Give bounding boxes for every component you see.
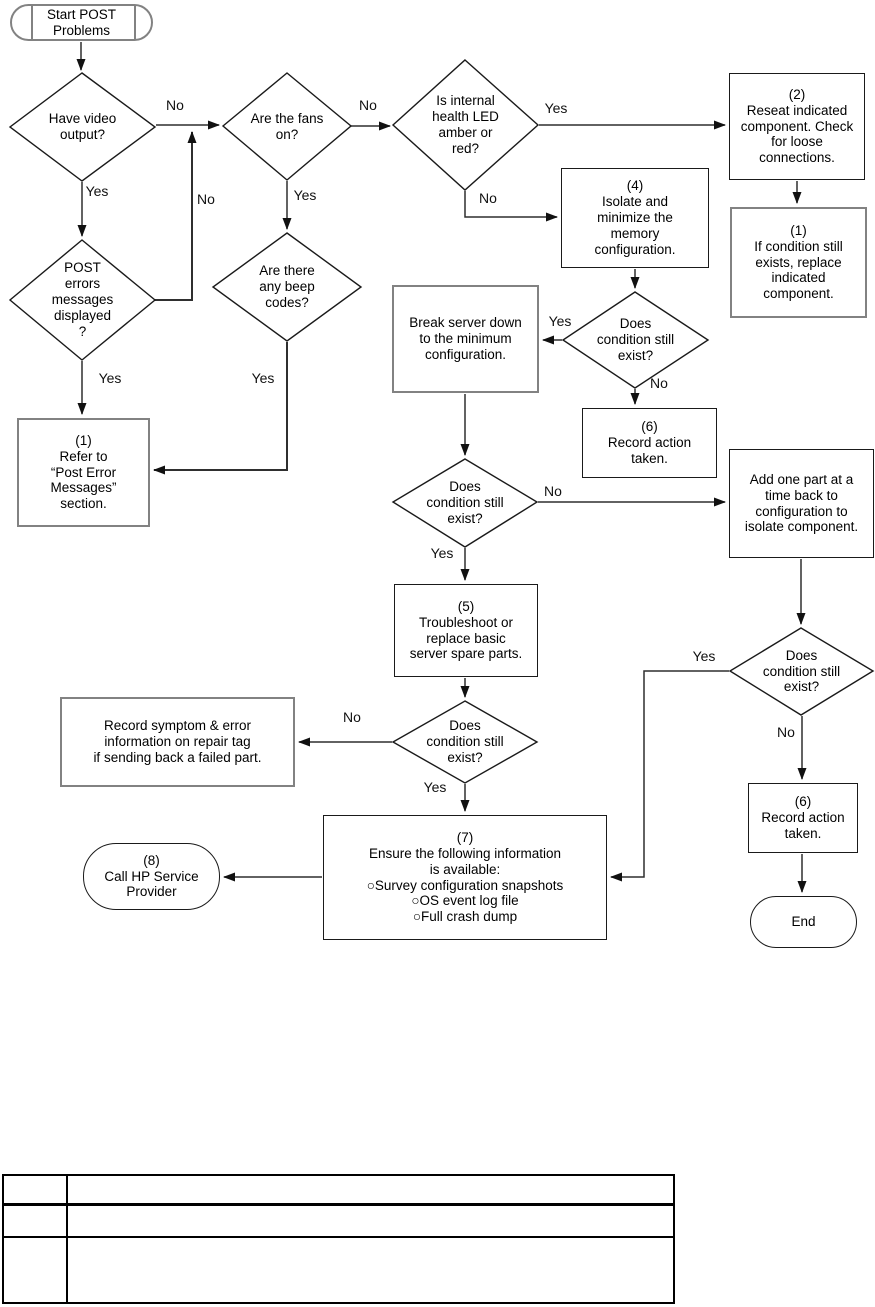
process-add-one-part: Add one part at a time back to configura… [729, 449, 874, 558]
decision-condition-3: Does condition still exist? [426, 718, 504, 765]
edge-label-post-no: No [197, 191, 215, 207]
process-isolate-memory: (4) Isolate and minimize the memory conf… [561, 168, 709, 268]
table-cell-r2c2 [68, 1206, 673, 1238]
terminator-bar-left [31, 5, 33, 40]
terminator-start: Start POST Problems [10, 4, 153, 41]
table-cell-r1c2 [68, 1176, 673, 1206]
process-refer-post-error-messages: (1) Refer to “Post Error Messages” secti… [17, 418, 150, 527]
edge-label-led-no: No [479, 190, 497, 206]
edge-cond4-yes-to-ensure [610, 670, 729, 882]
reference-table [2, 1174, 675, 1304]
edge-beep-yes-to-refer [153, 342, 288, 475]
edge-label-beep-yes: Yes [251, 370, 275, 386]
edge-label-led-yes: Yes [544, 100, 568, 116]
decision-post-errors-shape [8, 239, 157, 361]
decision-cond1-shape [561, 291, 710, 389]
process-replace-component: (1) If condition still exists, replace i… [730, 207, 867, 318]
decision-cond2-shape [391, 458, 539, 548]
edge-label-cond3-no: No [343, 709, 361, 725]
decision-cond4-shape [728, 627, 875, 716]
terminator-call-hp-label: (8) Call HP Service Provider [104, 852, 199, 900]
terminator-end: End [750, 896, 857, 948]
table-cell-r3c1 [4, 1238, 68, 1302]
table-cell-r3c2 [68, 1238, 673, 1302]
terminator-call-hp-service: (8) Call HP Service Provider [83, 843, 220, 910]
decision-condition-2: Does condition still exist? [426, 479, 504, 526]
decision-cond3-shape [391, 700, 539, 784]
decision-health-led: Is internal health LED amber or red? [432, 93, 499, 156]
decision-condition-4: Does condition still exist? [762, 647, 841, 695]
decision-health-led-shape [391, 59, 540, 191]
table-cell-r2c1 [4, 1206, 68, 1238]
process-record-action-1: (6) Record action taken. [582, 408, 717, 478]
decision-condition-1: Does condition still exist? [596, 316, 675, 363]
decision-have-video-shape [8, 72, 157, 182]
process-record-action-2: (6) Record action taken. [748, 783, 858, 853]
decision-beep-codes: Are there any beep codes? [259, 263, 315, 310]
process-reseat-component: (2) Reseat indicated component. Check fo… [729, 73, 865, 180]
process-record-symptom: Record symptom & error information on re… [60, 697, 295, 787]
edge-label-fans-no: No [359, 97, 377, 113]
edge-label-cond2-yes: Yes [430, 545, 454, 561]
terminator-end-label: End [791, 914, 816, 930]
process-troubleshoot-spare-parts: (5) Troubleshoot or replace basic server… [394, 584, 538, 677]
edge-label-cond1-yes: Yes [548, 313, 572, 329]
edge-label-cond2-no: No [544, 483, 562, 499]
edge-label-cond1-no: No [650, 375, 668, 391]
edge-label-cond4-yes: Yes [692, 648, 716, 664]
edge-label-cond3-yes: Yes [423, 779, 447, 795]
edge-led-no-to-isolate [464, 191, 558, 222]
terminator-start-label: Start POST Problems [46, 6, 117, 38]
decision-have-video: Have video output? [48, 111, 117, 142]
decision-fans-on-shape [221, 72, 353, 181]
edge-posterrors-no-up [155, 131, 197, 301]
edge-label-video-no: No [166, 97, 184, 113]
decision-fans-on: Are the fans on? [250, 110, 324, 142]
edge-label-video-yes: Yes [85, 183, 109, 199]
decision-post-errors: POST errors messages displayed ? [51, 260, 114, 339]
table-cell-r1c1 [4, 1176, 68, 1206]
process-ensure-information: (7) Ensure the following information is … [323, 815, 607, 940]
decision-beep-codes-shape [211, 232, 363, 342]
edge-label-cond4-no: No [777, 724, 795, 740]
terminator-bar-right [134, 5, 136, 40]
edge-label-post-yes: Yes [98, 370, 122, 386]
edge-label-fans-yes: Yes [293, 187, 317, 203]
process-break-server-down: Break server down to the minimum configu… [392, 285, 539, 393]
